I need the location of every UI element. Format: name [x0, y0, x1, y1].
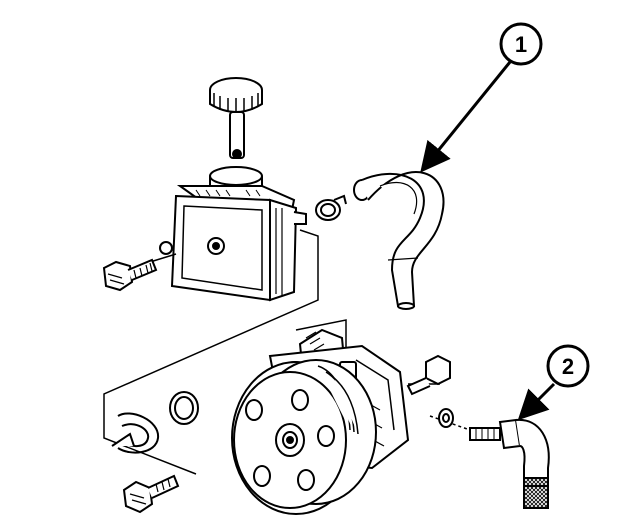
pump-pulley [231, 359, 377, 515]
reservoir-cap [209, 77, 263, 159]
hose-clamp [315, 194, 347, 221]
o-ring-seal [169, 391, 199, 425]
callout-2-number: 2 [562, 354, 574, 379]
reservoir-mounting-bolt [102, 258, 158, 292]
pump-mounting-bolt-upper [406, 354, 451, 396]
pump-mounting-bolt-lower [122, 474, 180, 514]
callout-2: 2 [517, 344, 590, 421]
callout-1-circle [499, 22, 543, 66]
callout-1: 1 [420, 22, 543, 173]
callout-2-circle [546, 344, 590, 388]
callout-2-leader [517, 382, 556, 421]
reservoir-hose [353, 171, 445, 310]
u-shaped-clip [111, 412, 160, 454]
reservoir-body [159, 166, 307, 302]
callout-1-number: 1 [515, 32, 527, 57]
callout-1-leader [420, 61, 512, 173]
pressure-line-fitting [469, 418, 550, 509]
fitting-washer [438, 408, 454, 428]
